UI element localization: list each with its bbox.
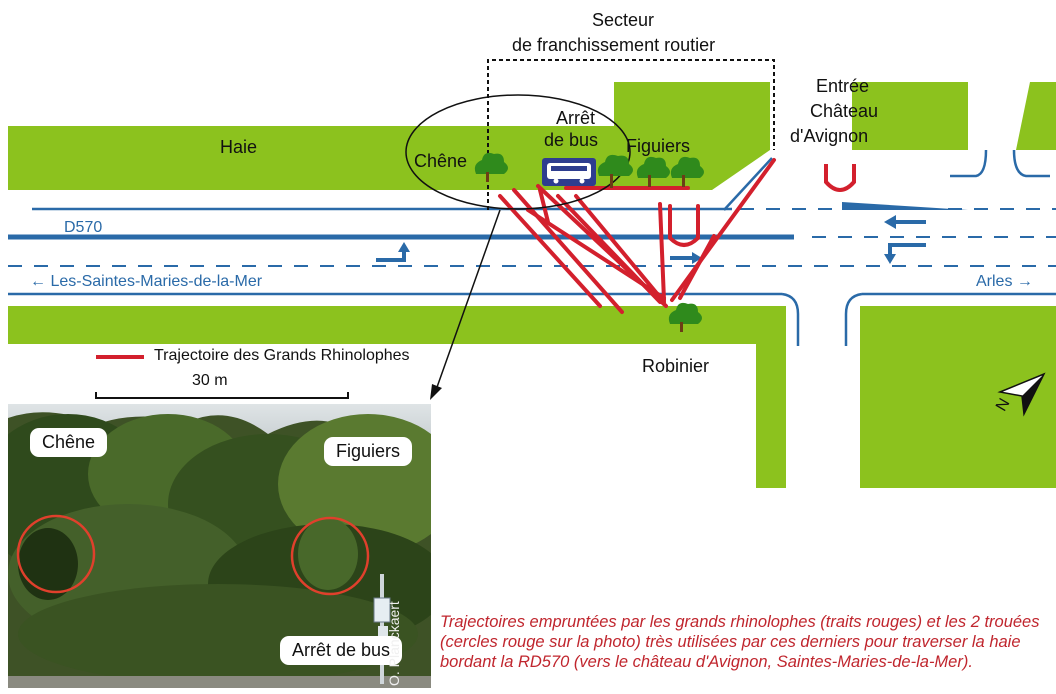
photo-label-figs: Figuiers xyxy=(324,437,413,466)
entrance-label-1: Entrée xyxy=(816,76,870,96)
site-photo: Chêne Figuiers Arrêt de bus xyxy=(8,404,431,688)
bat-trajectory-6 xyxy=(574,194,666,304)
fig-trees-label: Figuiers xyxy=(626,136,691,156)
hedge-label: Haie xyxy=(220,137,258,157)
figure-caption: Trajectoires empruntées par les grands r… xyxy=(440,613,1040,671)
tree-icon xyxy=(668,302,702,332)
direction-west-label: ← Les-Saintes-Maries-de-la-Mer xyxy=(30,273,263,290)
hedge-north-far-east xyxy=(1016,82,1056,150)
bat-trajectory-9 xyxy=(670,158,776,302)
bat-trajectory-8 xyxy=(658,202,666,302)
road-curve-north-entry xyxy=(723,157,773,211)
road-corner-southwest xyxy=(781,292,800,346)
lane-taper xyxy=(842,202,968,210)
hedge-south-east xyxy=(860,306,1056,488)
road-corner-ne-1 xyxy=(950,149,988,178)
bus-stop-icon xyxy=(542,158,596,186)
scale-label: 30 m xyxy=(192,372,228,389)
scale-bar xyxy=(95,392,349,399)
photo-label-bus-stop: Arrêt de bus xyxy=(280,636,403,665)
gap-circle-oak xyxy=(16,514,96,594)
entrance-label-3: d'Avignon xyxy=(790,126,869,146)
direction-east-label: Arles → xyxy=(976,273,1033,290)
oak-label: Chêne xyxy=(414,151,468,171)
bus-stop-label-1: Arrêt xyxy=(556,108,596,128)
sector-title: Secteur xyxy=(592,10,655,30)
photo-credit: O. Planckaert xyxy=(386,601,402,686)
legend-text: Trajectoire des Grands Rhinolophes xyxy=(154,347,410,364)
bus-stop-label-2: de bus xyxy=(544,130,599,150)
bat-trajectory-1 xyxy=(498,194,602,308)
uturn-entrance xyxy=(824,164,856,192)
tree-icon xyxy=(636,156,670,187)
hedge-north-east xyxy=(852,82,968,150)
turn-arrow-west xyxy=(376,250,406,262)
tree-icon xyxy=(474,152,508,182)
tree-icon xyxy=(670,156,704,187)
bat-trajectory-7 xyxy=(536,184,668,308)
turn-arrow-east xyxy=(888,243,926,256)
photo-image xyxy=(8,404,431,688)
bat-trajectory-3 xyxy=(538,188,550,224)
road-label: D570 xyxy=(64,219,103,236)
photo-pointer-arrow xyxy=(435,209,501,391)
tree-icon xyxy=(597,154,633,188)
photo-zone-ellipse xyxy=(405,94,631,210)
hedge-south-main xyxy=(8,306,786,488)
entrance-label-2: Château xyxy=(810,101,879,121)
gap-circle-figs xyxy=(290,516,370,596)
road-corner-southeast xyxy=(844,292,863,346)
photo-label-oak: Chêne xyxy=(30,428,108,457)
bat-trajectory-10 xyxy=(678,234,716,300)
bat-uturn-road xyxy=(668,204,700,247)
robinia-label: Robinier xyxy=(642,356,710,376)
road-corner-ne-2 xyxy=(1012,149,1050,178)
sector-subtitle: de franchissement routier xyxy=(512,35,716,55)
